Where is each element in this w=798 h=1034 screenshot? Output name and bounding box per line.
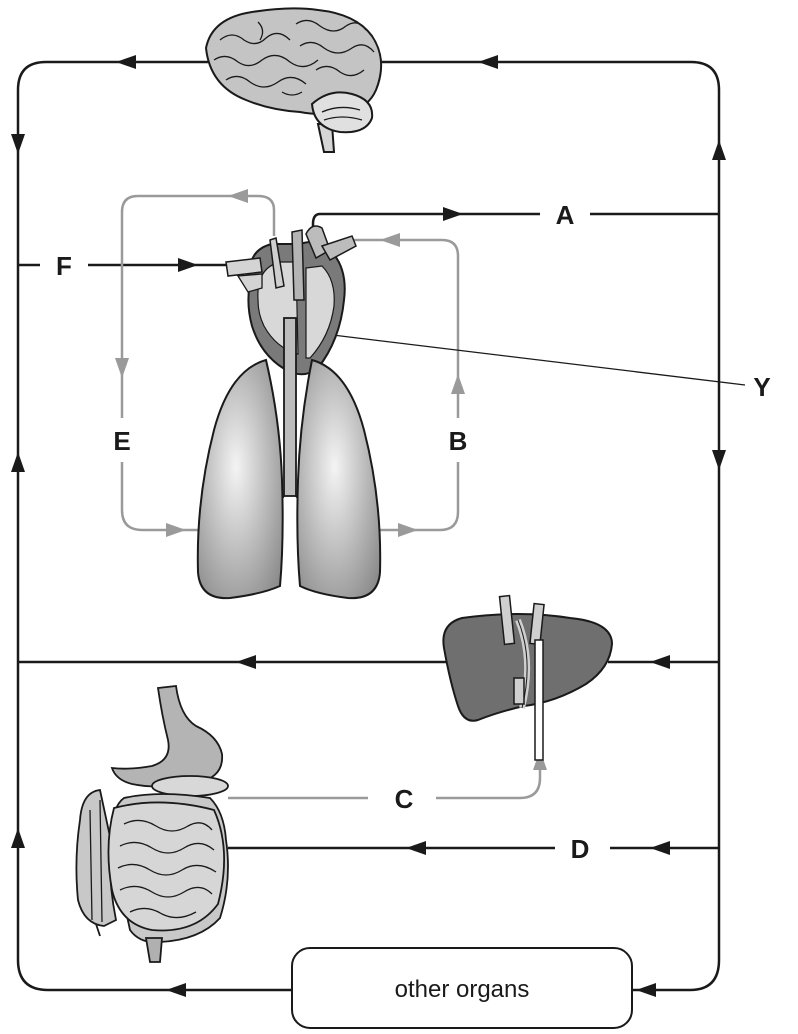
label-E: E bbox=[113, 426, 130, 456]
brain-icon bbox=[206, 8, 381, 152]
vessel-C bbox=[228, 762, 540, 798]
intestines-icon bbox=[76, 686, 228, 962]
arrow-up bbox=[712, 140, 726, 160]
right-main-vessel bbox=[633, 214, 719, 990]
other-organs-label: other organs bbox=[395, 976, 530, 1003]
other-organs-box: other organs bbox=[292, 948, 632, 1028]
arrow-up bbox=[451, 374, 465, 394]
arrow-right bbox=[166, 523, 186, 537]
arrow-left bbox=[166, 983, 186, 997]
arrow-right bbox=[178, 258, 198, 272]
vessel-A bbox=[313, 214, 719, 232]
lungs-icon bbox=[198, 318, 380, 598]
arrow-right bbox=[443, 207, 463, 221]
arrow-left bbox=[236, 655, 256, 669]
arrow-left bbox=[228, 189, 248, 203]
arrow-left bbox=[380, 233, 400, 247]
arrow-left bbox=[650, 841, 670, 855]
label-A: A bbox=[556, 200, 575, 230]
label-Y: Y bbox=[753, 372, 770, 402]
arrow-down bbox=[11, 134, 25, 154]
arrow-left bbox=[116, 55, 136, 69]
arrow-left bbox=[406, 841, 426, 855]
arrow-up bbox=[11, 828, 25, 848]
arrow-right bbox=[398, 523, 418, 537]
pointer-Y bbox=[308, 332, 745, 385]
liver-icon bbox=[443, 596, 612, 760]
arrow-down bbox=[115, 358, 129, 378]
arrow-left bbox=[478, 55, 498, 69]
arrow-up bbox=[11, 452, 25, 472]
arrow-down bbox=[712, 450, 726, 470]
label-C: C bbox=[395, 784, 414, 814]
label-B: B bbox=[449, 426, 468, 456]
label-F: F bbox=[56, 251, 72, 281]
label-D: D bbox=[571, 834, 590, 864]
arrow-left bbox=[650, 655, 670, 669]
arrow-left bbox=[636, 983, 656, 997]
